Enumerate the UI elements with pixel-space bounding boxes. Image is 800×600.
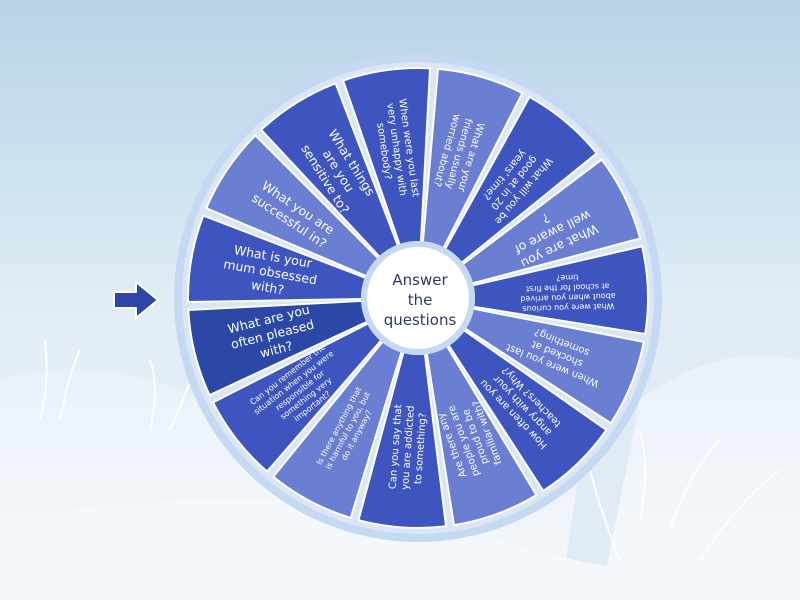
wheel-center-label: Answer the questions bbox=[383, 271, 457, 329]
wheel-segment-label: What were you curiousabout when you arri… bbox=[520, 271, 617, 313]
wheel-hub[interactable] bbox=[361, 241, 475, 355]
wheel-segment-label: Can you say thatyou are addictedto somet… bbox=[388, 404, 430, 491]
arrow-right-icon bbox=[113, 281, 159, 319]
